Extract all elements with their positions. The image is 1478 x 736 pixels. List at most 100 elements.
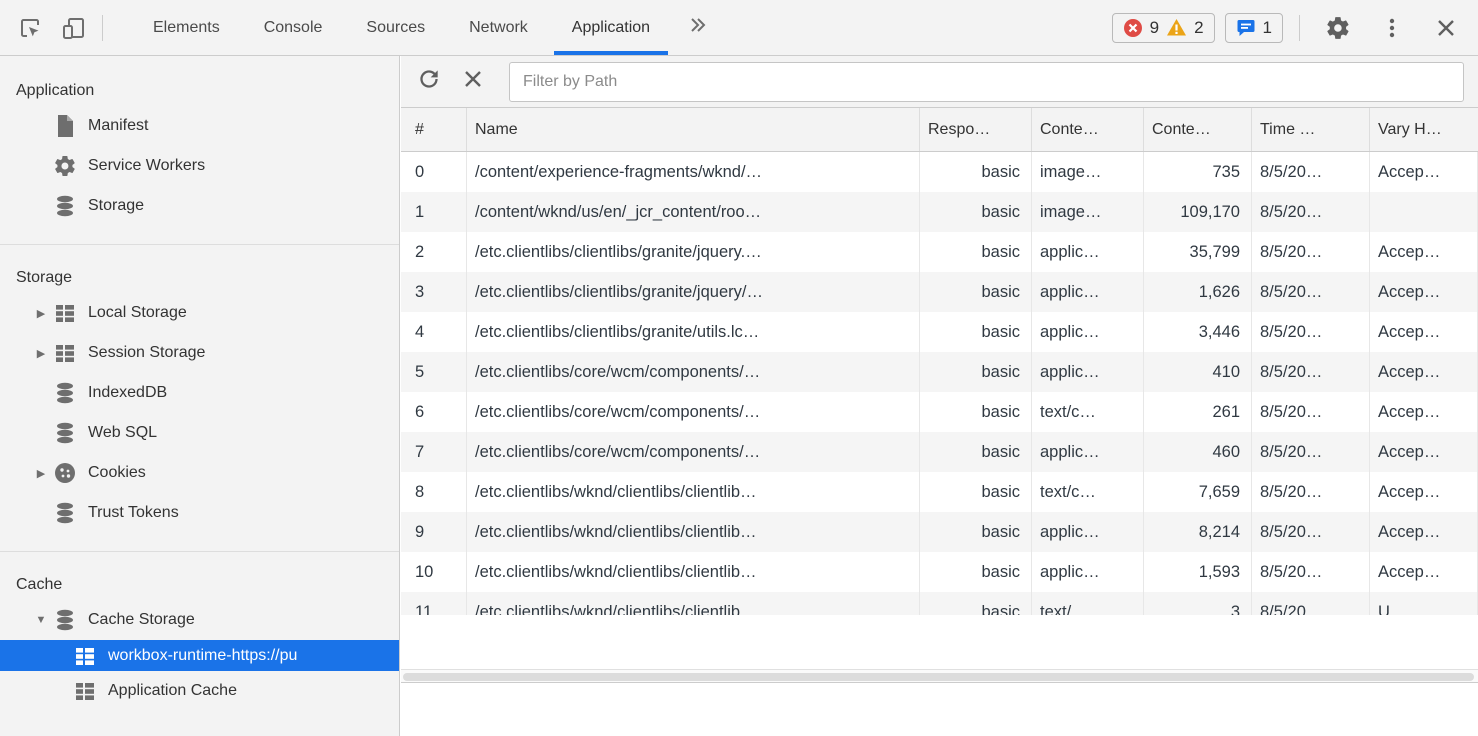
sidebar-item-trust-tokens[interactable]: Trust Tokens bbox=[0, 493, 399, 533]
cell-time-cached: 8/5/20… bbox=[1252, 592, 1370, 615]
cell-name: /etc.clientlibs/core/wcm/components/… bbox=[467, 352, 920, 392]
close-devtools-button[interactable] bbox=[1424, 6, 1468, 50]
cell-name: /etc.clientlibs/clientlibs/granite/jquer… bbox=[467, 232, 920, 272]
table-row[interactable]: 8 /etc.clientlibs/wknd/clientlibs/client… bbox=[401, 472, 1478, 512]
cell-response-type: basic bbox=[920, 472, 1032, 512]
cell-time-cached: 8/5/20… bbox=[1252, 272, 1370, 312]
chevron-down-icon[interactable]: ▼ bbox=[35, 614, 47, 626]
table-row[interactable]: 4 /etc.clientlibs/clientlibs/granite/uti… bbox=[401, 312, 1478, 352]
cell-response-type: basic bbox=[920, 552, 1032, 592]
cell-index: 2 bbox=[401, 232, 467, 272]
cell-content-type: applic… bbox=[1032, 352, 1144, 392]
sidebar-item-label: Session Storage bbox=[88, 344, 206, 361]
sidebar-item-web-sql[interactable]: Web SQL bbox=[0, 413, 399, 453]
table-icon bbox=[52, 300, 78, 326]
sidebar-item-storage[interactable]: Storage bbox=[0, 186, 399, 226]
table-row[interactable]: 7 /etc.clientlibs/core/wcm/components/… … bbox=[401, 432, 1478, 472]
table-row[interactable]: 5 /etc.clientlibs/core/wcm/components/… … bbox=[401, 352, 1478, 392]
cell-index: 4 bbox=[401, 312, 467, 352]
console-errors-warnings-badge[interactable]: 9 2 bbox=[1111, 12, 1215, 43]
table-row[interactable]: 2 /etc.clientlibs/clientlibs/granite/jqu… bbox=[401, 232, 1478, 272]
toggle-device-toolbar-button[interactable] bbox=[52, 6, 96, 50]
column-header-content-type[interactable]: Conte… bbox=[1032, 108, 1144, 151]
more-tabs-button[interactable] bbox=[672, 0, 722, 55]
device-toolbar-icon bbox=[60, 14, 88, 42]
cell-index: 6 bbox=[401, 392, 467, 432]
sidebar-item-application-cache[interactable]: Application Cache bbox=[0, 671, 399, 711]
cell-index: 3 bbox=[401, 272, 467, 312]
issues-badge[interactable]: 1 bbox=[1224, 12, 1283, 43]
refresh-button[interactable] bbox=[407, 60, 451, 104]
application-sidebar: Application Manifest Service Workers Sto… bbox=[0, 56, 400, 736]
column-header-content-length[interactable]: Conte… bbox=[1144, 108, 1252, 151]
settings-button[interactable] bbox=[1316, 6, 1360, 50]
chevron-right-icon[interactable]: ▶ bbox=[36, 307, 46, 320]
filter-by-path-input[interactable] bbox=[509, 61, 1464, 102]
cell-index: 0 bbox=[401, 152, 467, 192]
inspect-element-button[interactable] bbox=[8, 6, 52, 50]
horizontal-scrollbar[interactable] bbox=[401, 669, 1478, 683]
cell-time-cached: 8/5/20… bbox=[1252, 192, 1370, 232]
table-body: 0 /content/experience-fragments/wknd/… b… bbox=[401, 152, 1478, 615]
sidebar-item-label: Cache Storage bbox=[88, 611, 195, 628]
cell-content-type: applic… bbox=[1032, 272, 1144, 312]
table-row[interactable]: 10 /etc.clientlibs/wknd/clientlibs/clien… bbox=[401, 552, 1478, 592]
sidebar-item-service-workers[interactable]: Service Workers bbox=[0, 146, 399, 186]
column-header-index[interactable]: # bbox=[401, 108, 467, 151]
sidebar-item-label: Trust Tokens bbox=[88, 504, 179, 521]
section-storage: Storage ▶ Local Storage ▶ Session Storag… bbox=[0, 245, 399, 552]
cell-content-length: 735 bbox=[1144, 152, 1252, 192]
sidebar-item-local-storage[interactable]: ▶ Local Storage bbox=[0, 293, 399, 333]
table-row[interactable]: 1 /content/wknd/us/en/_jcr_content/roo… … bbox=[401, 192, 1478, 232]
sidebar-item-label: workbox-runtime-https://pu bbox=[108, 646, 298, 664]
tab-sources[interactable]: Sources bbox=[366, 18, 426, 36]
cell-response-type: basic bbox=[920, 432, 1032, 472]
cell-vary-header: Accep… bbox=[1370, 272, 1478, 312]
cell-response-type: basic bbox=[920, 512, 1032, 552]
column-header-vary-header[interactable]: Vary H… bbox=[1378, 120, 1442, 138]
cell-vary-header: Accep… bbox=[1370, 232, 1478, 272]
cell-content-length: 460 bbox=[1144, 432, 1252, 472]
close-icon bbox=[462, 68, 484, 95]
chevron-right-icon[interactable]: ▶ bbox=[36, 347, 46, 360]
sidebar-item-manifest[interactable]: Manifest bbox=[0, 106, 399, 146]
table-row[interactable]: 3 /etc.clientlibs/clientlibs/granite/jqu… bbox=[401, 272, 1478, 312]
table-row[interactable]: 11 /etc.clientlibs/wknd/clientlibs/clien… bbox=[401, 592, 1478, 615]
cell-time-cached: 8/5/20… bbox=[1252, 152, 1370, 192]
scrollbar-thumb[interactable] bbox=[403, 673, 1474, 681]
column-header-response-type[interactable]: Respo… bbox=[920, 108, 1032, 151]
table-row[interactable]: 9 /etc.clientlibs/wknd/clientlibs/client… bbox=[401, 512, 1478, 552]
error-icon bbox=[1123, 18, 1143, 38]
table-row[interactable]: 6 /etc.clientlibs/core/wcm/components/… … bbox=[401, 392, 1478, 432]
column-header-time-cached[interactable]: Time … bbox=[1252, 108, 1370, 151]
cell-vary-header: Accep… bbox=[1370, 512, 1478, 552]
chevron-right-icon[interactable]: ▶ bbox=[36, 467, 46, 480]
cell-name: /etc.clientlibs/wknd/clientlibs/clientli… bbox=[467, 552, 920, 592]
tab-elements[interactable]: Elements bbox=[153, 18, 220, 36]
tab-application[interactable]: Application bbox=[550, 0, 672, 55]
cell-content-length: 3 bbox=[1144, 592, 1252, 615]
message-icon bbox=[1236, 18, 1256, 38]
clear-button[interactable] bbox=[451, 60, 495, 104]
tab-console[interactable]: Console bbox=[263, 18, 323, 36]
sidebar-item-label: Cookies bbox=[88, 464, 146, 481]
sidebar-item-workbox-cache[interactable]: workbox-runtime-https://pu bbox=[0, 640, 399, 671]
cell-index: 8 bbox=[401, 472, 467, 512]
sidebar-item-cookies[interactable]: ▶ Cookies bbox=[0, 453, 399, 493]
sidebar-item-session-storage[interactable]: ▶ Session Storage bbox=[0, 333, 399, 373]
table-row[interactable]: 0 /content/experience-fragments/wknd/… b… bbox=[401, 152, 1478, 192]
column-header-name[interactable]: Name bbox=[467, 108, 920, 151]
cell-content-length: 1,593 bbox=[1144, 552, 1252, 592]
tab-network[interactable]: Network bbox=[469, 18, 528, 36]
table-icon bbox=[72, 678, 98, 704]
cell-content-length: 109,170 bbox=[1144, 192, 1252, 232]
cell-content-length: 410 bbox=[1144, 352, 1252, 392]
cell-time-cached: 8/5/20… bbox=[1252, 512, 1370, 552]
more-options-button[interactable] bbox=[1370, 6, 1414, 50]
more-vertical-icon bbox=[1379, 15, 1405, 41]
sidebar-item-indexeddb[interactable]: IndexedDB bbox=[0, 373, 399, 413]
sidebar-item-cache-storage[interactable]: ▼ Cache Storage bbox=[0, 600, 399, 640]
gear-icon bbox=[1325, 15, 1351, 41]
cell-content-type: applic… bbox=[1032, 552, 1144, 592]
